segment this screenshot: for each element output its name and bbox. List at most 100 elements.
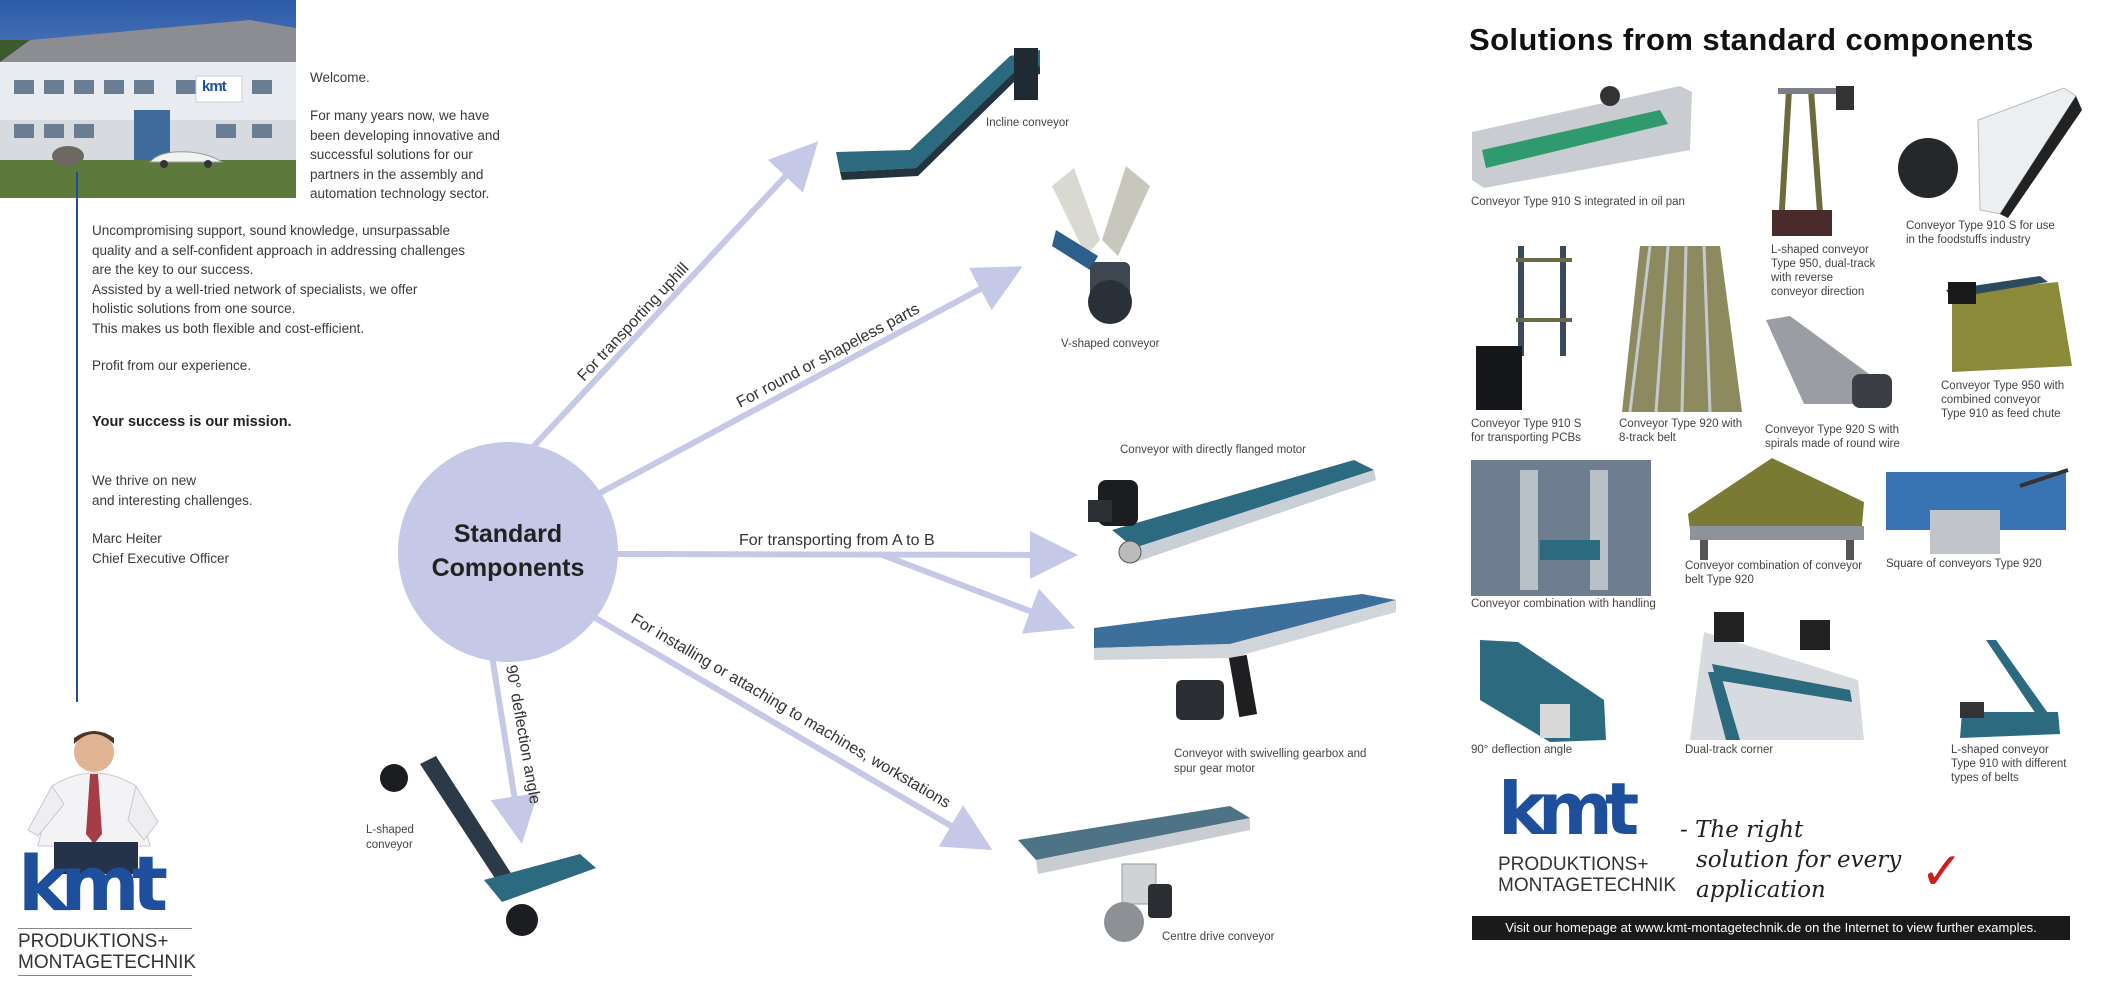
caption-swivel-1: Conveyor with swivelling gearbox and xyxy=(1174,748,1366,760)
caption-line: Square of conveyors Type 920 xyxy=(1886,558,2042,570)
thrive-line: and interesting challenges. xyxy=(92,492,253,508)
caption-line: combined conveyor xyxy=(1941,394,2041,406)
caption-incline: Incline conveyor xyxy=(986,117,1069,129)
intro-line: been developing innovative and xyxy=(310,127,500,143)
logo-left: kmt PRODUKTIONS+ MONTAGETECHNIK xyxy=(18,839,197,976)
caption-line: Conveyor Type 920 S with xyxy=(1765,424,1900,436)
caption-line: with reverse xyxy=(1771,272,1833,284)
photo-910s-oil-pan xyxy=(1472,86,1692,188)
caption-line: conveyor direction xyxy=(1771,286,1865,298)
caption-flanged: Conveyor with directly flanged motor xyxy=(1120,444,1306,456)
caption-line: Conveyor combination of conveyor xyxy=(1685,560,1863,572)
caption-square-920: Square of conveyors Type 920 xyxy=(1886,557,2042,571)
logo-line2: MONTAGETECHNIK xyxy=(18,952,197,973)
photo-l-shaped-910 xyxy=(1960,640,2060,738)
photo-90-deflection xyxy=(1480,640,1606,742)
caption-line: Conveyor Type 910 S for use xyxy=(1906,220,2055,232)
arrow-label-a-to-b: For transporting from A to B xyxy=(739,532,935,549)
logo-mark: kmt xyxy=(18,839,168,928)
photo-combination-handling xyxy=(1471,460,1651,596)
arrow-deflection xyxy=(489,655,539,844)
intro-paragraph: For many years now, we have been develop… xyxy=(310,106,500,204)
caption-910s-foodstuffs: Conveyor Type 910 S for use in the foods… xyxy=(1906,219,2055,247)
photo-square-920 xyxy=(1886,468,2069,554)
caption-line: belt Type 920 xyxy=(1685,574,1754,586)
caption-line: spirals made of round wire xyxy=(1765,438,1900,450)
mission-statement: Your success is our mission. xyxy=(92,414,292,430)
caption-lshaped-2: conveyor xyxy=(366,839,413,851)
incline-conveyor-image xyxy=(836,48,1040,180)
slogan-line: solution for every xyxy=(1696,847,1902,873)
body-line: Assisted by a well-tried network of spec… xyxy=(92,281,418,297)
caption-90-deflection: 90° deflection angle xyxy=(1471,743,1572,757)
body-line: are the key to our success. xyxy=(92,262,254,277)
caption-vshaped: V-shaped conveyor xyxy=(1061,338,1160,350)
body-line: Uncompromising support, sound knowledge,… xyxy=(92,223,450,238)
logo-line1: PRODUKTIONS+ xyxy=(1498,854,1649,875)
intro-line: automation technology sector. xyxy=(310,186,490,201)
caption-swivel-2: spur gear motor xyxy=(1174,763,1255,775)
arrow-a-to-b-2 xyxy=(878,551,1076,634)
slogan-line: application xyxy=(1696,877,1826,903)
arrow-a-to-b-1 xyxy=(615,530,1078,579)
caption-combination-handling: Conveyor combination with handling xyxy=(1471,597,1656,611)
logo-rule xyxy=(18,928,192,929)
photo-920s-spirals xyxy=(1766,316,1892,408)
caption-920-8-track: Conveyor Type 920 with 8-track belt xyxy=(1619,417,1742,445)
caption-dual-track-corner: Dual-track corner xyxy=(1685,743,1773,757)
caption-line: Conveyor combination with handling xyxy=(1471,598,1656,610)
thrive-line: We thrive on new xyxy=(92,473,197,488)
photo-dual-track-corner xyxy=(1690,612,1864,740)
caption-line: Conveyor Type 920 with xyxy=(1619,418,1743,430)
arrow-machines xyxy=(590,613,993,851)
logo-right: kmt PRODUKTIONS+ MONTAGETECHNIK xyxy=(1498,767,1677,896)
vertical-rule xyxy=(76,172,78,702)
caption-l-shaped-910: L-shaped conveyor Type 910 with differen… xyxy=(1951,743,2067,785)
caption-line: in the foodstuffs industry xyxy=(1906,234,2031,246)
welcome-line: Welcome. xyxy=(310,70,370,85)
caption-line: Conveyor Type 950 with xyxy=(1941,380,2065,392)
logo-line2: MONTAGETECHNIK xyxy=(1498,875,1677,896)
logo-rule xyxy=(18,975,192,976)
caption-line: 8-track belt xyxy=(1619,432,1676,444)
caption-line: L-shaped conveyor xyxy=(1771,244,1869,256)
caption-920s-spirals: Conveyor Type 920 S with spirals made of… xyxy=(1765,423,1900,451)
footer-bar: Visit our homepage at www.kmt-montagetec… xyxy=(1472,916,2070,940)
caption-910s-pcbs: Conveyor Type 910 S for transporting PCB… xyxy=(1471,417,1581,445)
caption-lshaped-1: L-shaped xyxy=(366,824,414,836)
page-title: Solutions from standard components xyxy=(1469,22,2034,57)
caption-line: Type 910 with different xyxy=(1951,758,2067,770)
caption-line: types of belts xyxy=(1951,772,2019,784)
photo-910s-foodstuffs xyxy=(1898,87,2082,218)
centre-drive-conveyor-image xyxy=(1018,806,1250,942)
caption-line: L-shaped conveyor xyxy=(1951,744,2049,756)
checkmark-icon: ✓ xyxy=(1920,842,1964,902)
photo-950-dual-track xyxy=(1772,86,1854,236)
flanged-motor-conveyor-image xyxy=(1088,460,1376,564)
body-line: quality and a self-confident approach in… xyxy=(92,242,465,258)
building-photo: kmt xyxy=(0,0,296,198)
caption-line: Type 910 as feed chute xyxy=(1941,408,2061,420)
arrow-lines xyxy=(489,141,1078,851)
footer-link-text[interactable]: Visit our homepage at www.kmt-montagetec… xyxy=(1505,920,2037,935)
caption-line: Dual-track corner xyxy=(1685,744,1774,756)
caption-line: Conveyor Type 910 S xyxy=(1471,418,1582,430)
signature: Marc Heiter Chief Executive Officer xyxy=(92,529,229,568)
building-sign: kmt xyxy=(202,78,227,95)
v-shaped-conveyor-image xyxy=(1052,166,1150,324)
l-shaped-conveyor-image xyxy=(380,756,596,936)
slogan: - The right solution for every applicati… xyxy=(1680,815,1901,905)
caption-910s-oil-pan: Conveyor Type 910 S integrated in oil pa… xyxy=(1471,195,1685,209)
intro-line: successful solutions for our xyxy=(310,147,473,162)
thrive-paragraph: We thrive on new and interesting challen… xyxy=(92,471,253,510)
swivelling-conveyor-image xyxy=(1094,594,1396,720)
ceo-name: Marc Heiter xyxy=(92,531,162,546)
logo-line1: PRODUKTIONS+ xyxy=(18,931,169,952)
caption-950-dual-track: L-shaped conveyor Type 950, dual-track w… xyxy=(1771,243,1875,299)
body-line: This makes us both flexible and cost-eff… xyxy=(92,320,365,336)
center-label-1: Standard xyxy=(454,520,562,548)
caption-line: for transporting PCBs xyxy=(1471,432,1581,444)
caption-combination-920: Conveyor combination of conveyor belt Ty… xyxy=(1685,559,1862,587)
logo-mark: kmt xyxy=(1498,767,1639,851)
